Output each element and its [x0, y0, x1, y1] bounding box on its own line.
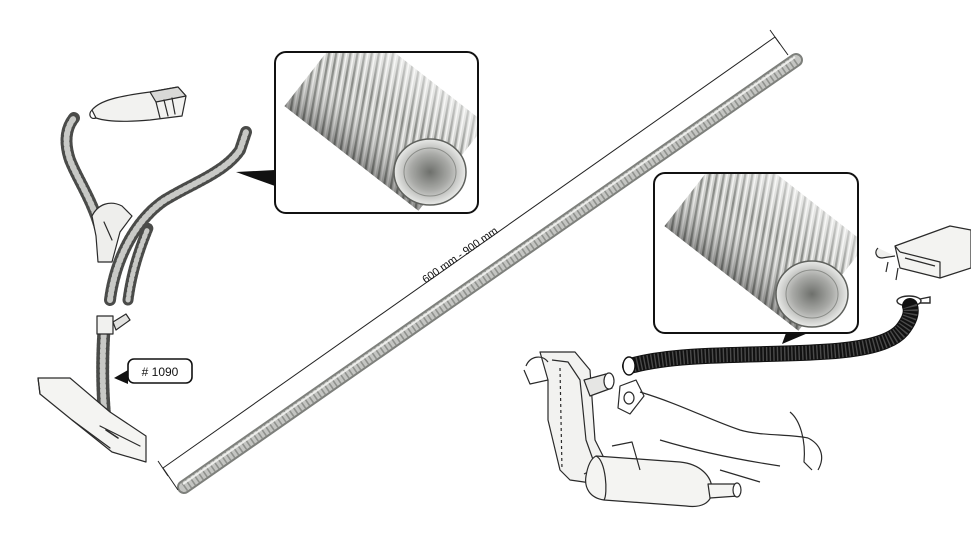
part-number-label: # 1090: [142, 365, 179, 379]
installed-dark-hose: [622, 298, 919, 376]
part-number-tag: # 1090: [114, 358, 193, 384]
long-flexible-hose: [177, 53, 803, 494]
callout-hose-detail-1: [236, 51, 479, 214]
defroster-nozzle-part: [89, 86, 187, 122]
t-connector-part: [96, 313, 131, 335]
floor-channel-part: [37, 377, 147, 463]
length-dimension: [157, 29, 789, 491]
left-assembly-illustration: [37, 86, 252, 463]
heater-outlet-part: [875, 225, 971, 281]
y-splitter-part: [91, 202, 133, 263]
callout-hose-detail-2: [653, 172, 859, 344]
engine-heat-exchanger-part: [523, 351, 823, 508]
